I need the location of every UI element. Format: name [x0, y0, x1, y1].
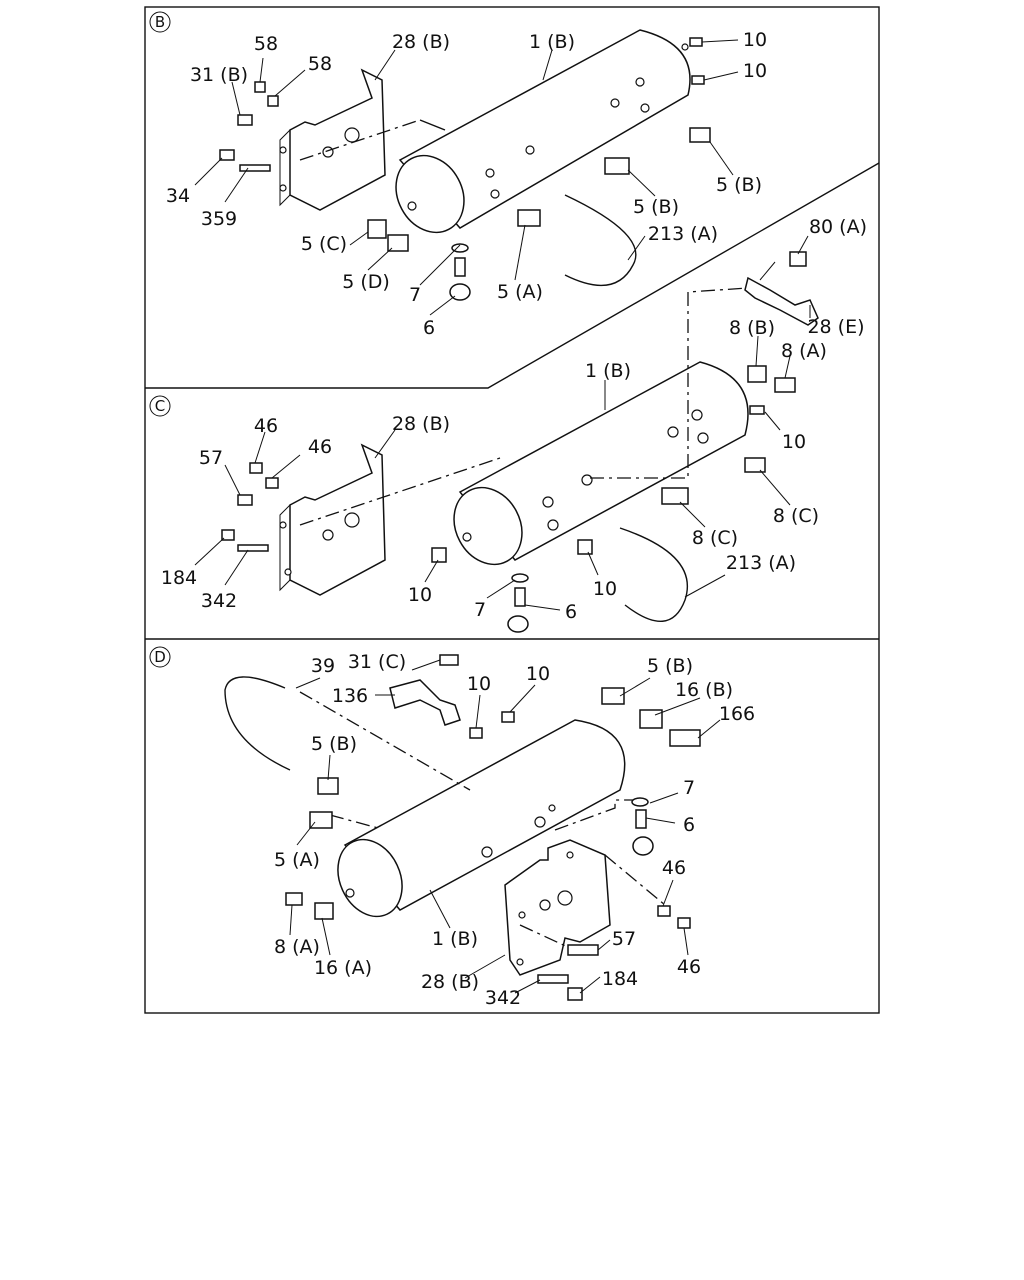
- callout-label: 39: [311, 655, 335, 677]
- callout-label: 16 (A): [314, 957, 372, 979]
- bracket-d: [504, 839, 611, 976]
- callout-label: 57: [612, 928, 636, 950]
- hose-b: [564, 194, 637, 287]
- bracket-centerline-b: [299, 119, 421, 161]
- fittings-d: [285, 654, 701, 1001]
- leaders-d: [289, 659, 721, 994]
- callout-label: 46: [254, 415, 278, 437]
- callout-label: 166: [719, 703, 755, 725]
- callout-label: 28 (B): [392, 413, 450, 435]
- callout-label: 28 (B): [421, 971, 479, 993]
- air-tank-b: [395, 29, 691, 234]
- callout-label: 28 (E): [807, 316, 864, 338]
- section-c: C: [149, 216, 867, 633]
- callout-label: 7: [474, 599, 486, 621]
- hose-c: [619, 527, 689, 622]
- callout-label: 213 (A): [648, 223, 718, 245]
- callout-label: 10: [743, 29, 767, 51]
- callout-label: 31 (C): [348, 651, 406, 673]
- callout-label: 213 (A): [726, 552, 796, 574]
- callout-label: 342: [201, 590, 237, 612]
- section-b-marker: [149, 11, 171, 33]
- callout-label: 8 (A): [274, 936, 320, 958]
- section-c-marker-letter: C: [155, 397, 165, 415]
- callout-label: 5 (B): [311, 733, 357, 755]
- callout-label: 34: [166, 185, 190, 207]
- callout-label: 8 (B): [729, 317, 775, 339]
- callout-label: 16 (B): [675, 679, 733, 701]
- callout-label: 6: [423, 317, 435, 339]
- callout-label: 5 (A): [497, 281, 543, 303]
- callout-label: 10: [593, 578, 617, 600]
- callout-label: 184: [161, 567, 197, 589]
- fittings-c: [221, 251, 807, 633]
- fitting-centerline-c: [590, 287, 749, 479]
- section-c-marker: [149, 395, 171, 417]
- callout-label: 1 (B): [585, 360, 631, 382]
- callout-label: 46: [308, 436, 332, 458]
- callout-label: 57: [199, 447, 223, 469]
- callout-label: 342: [485, 987, 521, 1009]
- leaders-c: [194, 235, 811, 611]
- callout-label: 31 (B): [190, 64, 248, 86]
- divider-b-c: [145, 162, 880, 389]
- callout-label: 1 (B): [432, 928, 478, 950]
- callout-label: 28 (B): [392, 31, 450, 53]
- bracket-136: [389, 679, 461, 726]
- callout-label: 7: [409, 284, 421, 306]
- callout-label: 1 (B): [529, 31, 575, 53]
- hose-d: [224, 676, 291, 771]
- fittings-b: [219, 37, 711, 301]
- callout-label: 10: [408, 584, 432, 606]
- hose-centerline-d: [299, 691, 471, 791]
- callout-label: 6: [683, 814, 695, 836]
- bracket-b: [279, 68, 386, 211]
- callout-label: 5 (C): [301, 233, 347, 255]
- air-tank-d: [337, 719, 626, 918]
- callout-label: 80 (A): [809, 216, 867, 238]
- callout-label: 5 (A): [274, 849, 320, 871]
- bracket-c: [279, 443, 386, 596]
- callout-label: 10: [743, 60, 767, 82]
- callout-label: 10: [526, 663, 550, 685]
- callout-label: 46: [662, 857, 686, 879]
- section-d-marker-letter: D: [154, 648, 166, 666]
- callout-label: 5 (D): [342, 271, 390, 293]
- callout-label: 6: [565, 601, 577, 623]
- callout-label: 8 (C): [692, 527, 738, 549]
- callout-label: 136: [332, 685, 368, 707]
- callout-label: 58: [308, 53, 332, 75]
- callout-label: 8 (A): [781, 340, 827, 362]
- air-tank-c: [453, 361, 749, 566]
- diagram-frame: [144, 6, 880, 1014]
- callout-label: 5 (B): [647, 655, 693, 677]
- bracket-centerline-c: [299, 457, 501, 526]
- section-b: B: [149, 11, 767, 339]
- callout-label: 58: [254, 33, 278, 55]
- callout-label: 10: [467, 673, 491, 695]
- leaders-b: [194, 39, 739, 316]
- callout-label: 184: [602, 968, 638, 990]
- callout-label: 359: [201, 208, 237, 230]
- bracket-28e: [744, 276, 819, 326]
- callout-label: 8 (C): [773, 505, 819, 527]
- callout-label: 46: [677, 956, 701, 978]
- callout-label: 5 (B): [716, 174, 762, 196]
- callout-label: 5 (B): [633, 196, 679, 218]
- section-d-marker: [149, 646, 171, 668]
- callout-label: 7: [683, 777, 695, 799]
- callout-label: 10: [782, 431, 806, 453]
- section-d: D: [149, 646, 755, 1009]
- section-b-marker-letter: B: [155, 13, 165, 31]
